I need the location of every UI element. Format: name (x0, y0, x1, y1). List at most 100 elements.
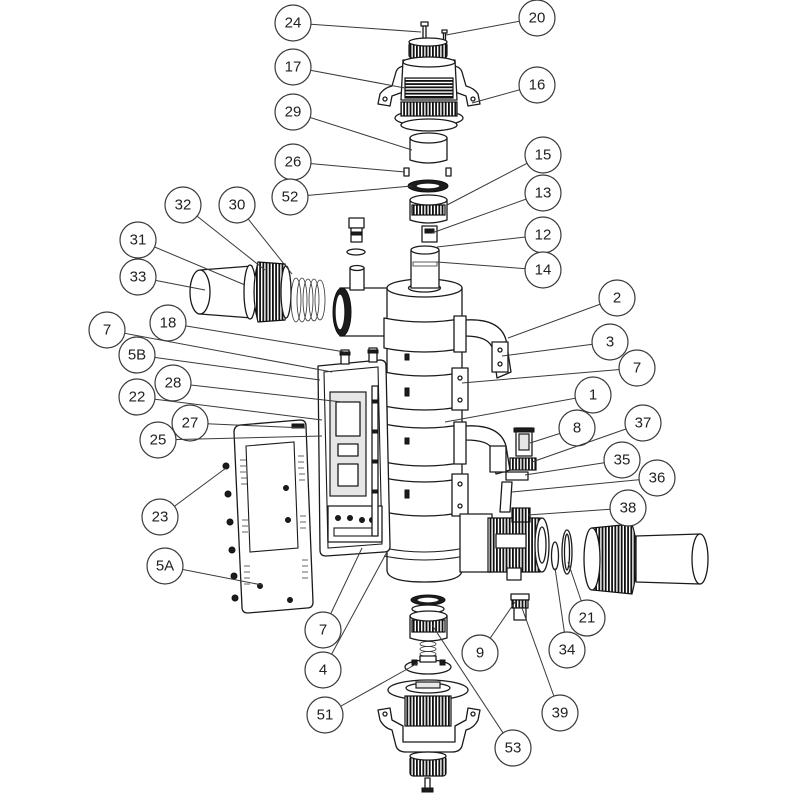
callout-14: 14 (436, 251, 562, 289)
callout-label: 38 (620, 500, 637, 517)
callout-label: 53 (505, 740, 522, 757)
callout-25: 25 (139, 421, 323, 459)
top-lamp-socket (409, 194, 448, 224)
callout-label: 33 (130, 269, 147, 286)
callout-label: 22 (129, 389, 146, 406)
callout-label: 36 (649, 470, 666, 487)
callout-label: 51 (317, 707, 334, 724)
callout-27: 27 (171, 404, 306, 442)
callout-label: 28 (165, 375, 182, 392)
callout-label: 14 (535, 262, 552, 279)
callout-label: 35 (614, 452, 631, 469)
callout-17: 17 (274, 48, 406, 89)
control-board (329, 391, 367, 497)
right-o-ring-large (561, 529, 573, 575)
top-retaining-ring (407, 179, 449, 193)
callout-label: 32 (175, 197, 192, 214)
callout-29: 29 (274, 93, 413, 151)
right-outlet-pipe (635, 533, 709, 585)
callout-label: 29 (285, 104, 302, 121)
callout-34: 34 (548, 567, 586, 669)
callout-53: 53 (431, 624, 532, 767)
callout-label: 8 (573, 420, 581, 437)
callout-label: 13 (535, 185, 552, 202)
callout-24: 24 (274, 4, 422, 42)
callout-label: 52 (282, 189, 299, 206)
bottom-screw (421, 777, 434, 793)
top-left-fitting (346, 217, 366, 256)
callout-9: 9 (461, 601, 516, 672)
callout-12: 12 (436, 216, 562, 254)
upper-clamp-band (383, 315, 512, 379)
callout-33: 33 (119, 258, 206, 296)
callout-16: 16 (471, 66, 556, 104)
callout-label: 30 (229, 197, 246, 214)
callout-51: 51 (306, 662, 419, 734)
callout-21: 21 (567, 561, 606, 637)
cover-vents (240, 455, 308, 585)
flow-switch-nut (509, 457, 537, 471)
callout-7-right: 7 (461, 349, 656, 387)
housing-neck (410, 245, 440, 289)
cover-panel (233, 419, 314, 614)
bottom-clamp-band (383, 473, 469, 517)
callout-label: 15 (535, 147, 552, 164)
flow-switch-adapter (505, 471, 529, 481)
right-top-fitting (511, 507, 531, 523)
callout-3: 3 (501, 323, 629, 361)
callout-2: 2 (507, 279, 636, 339)
callout-label: 27 (182, 415, 199, 432)
callout-31: 31 (119, 221, 246, 286)
callout-35: 35 (524, 441, 641, 479)
flow-switch-tube (499, 481, 513, 513)
flow-switch (513, 427, 535, 457)
callout-8: 8 (529, 409, 596, 447)
top-sleeve-cylinder (409, 132, 448, 164)
callout-label: 39 (552, 705, 569, 722)
callout-label: 5B (128, 347, 146, 364)
cover-screws (222, 462, 293, 603)
bottom-o-rings (410, 594, 446, 614)
bottom-cap-bracket (377, 707, 481, 753)
callout-5a: 5A (146, 547, 263, 586)
bottom-sleeve (409, 610, 448, 642)
callout-label: 12 (535, 227, 552, 244)
callout-label: 5A (156, 558, 174, 575)
callout-7-bottom: 7 (304, 547, 363, 649)
top-cap-knob (408, 37, 448, 59)
callout-label: 7 (103, 322, 111, 339)
callout-label: 17 (285, 59, 302, 76)
callout-label: 18 (160, 315, 177, 332)
left-pipe-stub (332, 264, 393, 337)
callout-22: 22 (118, 378, 323, 421)
right-pipe-stub (459, 513, 493, 573)
top-cap-body (394, 56, 464, 132)
callout-label: 4 (319, 662, 327, 679)
callout-label: 24 (285, 15, 302, 32)
top-lamp-pin (421, 225, 438, 243)
callout-13: 13 (431, 174, 562, 234)
callout-23: 23 (141, 467, 227, 536)
callout-1: 1 (444, 376, 612, 423)
callout-30: 30 (218, 186, 293, 275)
bottom-knob (409, 751, 447, 777)
housing-base-ring (383, 547, 466, 561)
middle-clamp-band (383, 367, 469, 411)
callout-label: 26 (285, 154, 302, 171)
bottom-cap-body (387, 679, 469, 727)
callout-label: 7 (319, 622, 327, 639)
right-union-body (487, 517, 550, 581)
callout-32: 32 (164, 186, 266, 271)
callout-5b: 5B (118, 336, 321, 381)
left-inlet-pipe (189, 265, 253, 319)
drain-fitting (510, 593, 530, 621)
left-union-nut (253, 261, 292, 323)
callout-15: 15 (446, 136, 562, 206)
callout-label: 23 (152, 509, 169, 526)
callout-7-left: 7 (88, 311, 333, 373)
callout-26: 26 (274, 143, 406, 181)
callout-4: 4 (304, 551, 388, 689)
callout-20: 20 (445, 0, 556, 37)
callout-38: 38 (527, 489, 647, 527)
callout-label: 20 (529, 10, 546, 27)
